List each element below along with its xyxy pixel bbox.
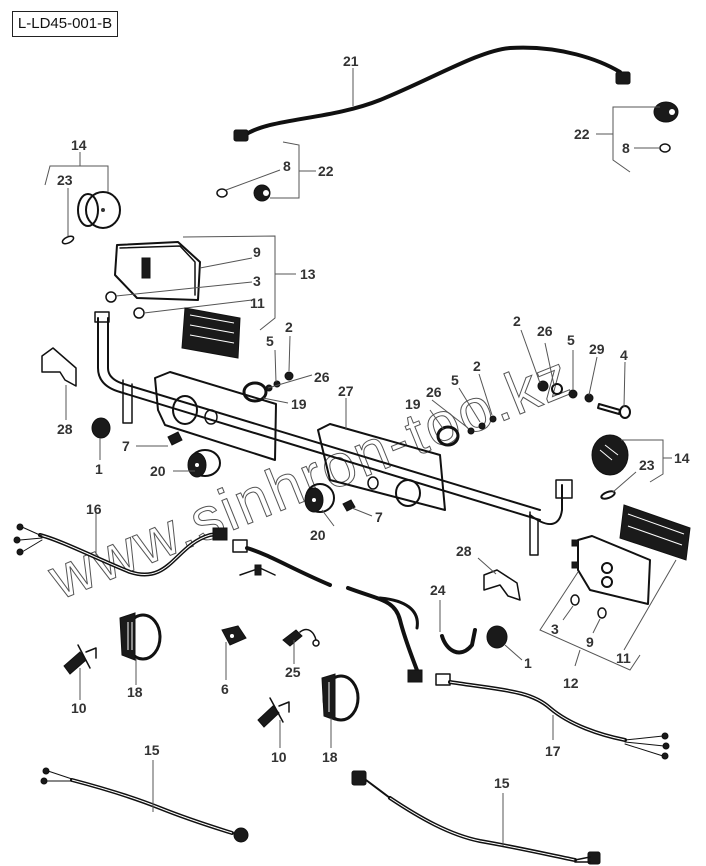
callout-26: 26 xyxy=(314,369,330,385)
callout-1: 1 xyxy=(524,655,532,671)
callout-20: 20 xyxy=(310,527,326,543)
callout-7: 7 xyxy=(375,509,383,525)
bulb-10-left xyxy=(63,644,97,675)
bolt-group-right xyxy=(537,380,631,419)
callout-11: 11 xyxy=(250,295,265,311)
headlamp-18-right xyxy=(321,673,360,722)
callout-22: 22 xyxy=(574,126,590,142)
headlamp-18-left xyxy=(119,612,162,661)
bulb-10-right xyxy=(257,697,290,728)
bracket-28-left xyxy=(41,347,77,387)
callout-2: 2 xyxy=(285,319,293,335)
callout-22: 22 xyxy=(318,163,334,179)
callout-14: 14 xyxy=(71,137,87,153)
callout-5: 5 xyxy=(451,372,459,388)
callout-2: 2 xyxy=(473,358,481,374)
callout-14: 14 xyxy=(674,450,690,466)
callout-9: 9 xyxy=(586,634,594,650)
callout-28: 28 xyxy=(57,421,73,437)
callout-5: 5 xyxy=(567,332,575,348)
rear-lamp-13 xyxy=(105,241,201,319)
callout-18: 18 xyxy=(127,684,143,700)
callout-8: 8 xyxy=(283,158,291,174)
lens-11-left xyxy=(181,307,241,359)
callout-3: 3 xyxy=(253,273,261,289)
screw-7-right xyxy=(342,499,356,512)
callout-10: 10 xyxy=(271,749,287,765)
callout-27: 27 xyxy=(338,383,354,399)
callout-17: 17 xyxy=(545,743,561,759)
connector-icon xyxy=(615,71,631,85)
callout-29: 29 xyxy=(589,341,605,357)
bracket-28-right xyxy=(483,569,521,601)
harness-15-right xyxy=(351,770,601,865)
washers-left xyxy=(242,371,294,403)
grommet-1-right xyxy=(486,625,508,649)
callout-24: 24 xyxy=(430,582,446,598)
callout-28: 28 xyxy=(456,543,472,559)
lamp-22-right xyxy=(653,101,679,153)
callout-8: 8 xyxy=(622,140,630,156)
callout-26: 26 xyxy=(537,323,553,339)
callout-26: 26 xyxy=(426,384,442,400)
diagram-code-label: L-LD45-001-B xyxy=(12,11,118,37)
screw-7-left xyxy=(167,431,183,446)
rear-lamp-12 xyxy=(570,535,651,619)
callout-12: 12 xyxy=(563,675,579,691)
harness-17 xyxy=(346,586,670,760)
callout-6: 6 xyxy=(221,681,229,697)
callout-19: 19 xyxy=(291,396,307,412)
connector-icon xyxy=(233,129,249,142)
callout-23: 23 xyxy=(639,457,655,473)
round-lamp-14-left xyxy=(61,191,121,245)
callout-13: 13 xyxy=(300,266,316,282)
callout-10: 10 xyxy=(71,700,87,716)
callout-15: 15 xyxy=(494,775,510,791)
lens-11-right xyxy=(619,504,691,561)
harness-21 xyxy=(233,45,631,142)
connector-6 xyxy=(221,625,247,646)
grommet-1-left xyxy=(91,417,111,439)
washers-middle xyxy=(436,415,497,447)
callout-23: 23 xyxy=(57,172,73,188)
cap-20-left xyxy=(187,449,221,478)
round-lamp-14-right xyxy=(591,434,629,500)
harness-16 xyxy=(13,523,332,587)
callout-9: 9 xyxy=(253,244,261,260)
callout-25: 25 xyxy=(285,664,301,680)
bulb-25 xyxy=(282,628,320,647)
callout-21: 21 xyxy=(343,53,359,69)
callout-15: 15 xyxy=(144,742,160,758)
callout-1: 1 xyxy=(95,461,103,477)
callout-3: 3 xyxy=(551,621,559,637)
callout-19: 19 xyxy=(405,396,421,412)
callout-16: 16 xyxy=(86,501,102,517)
callout-5: 5 xyxy=(266,333,274,349)
callout-2: 2 xyxy=(513,313,521,329)
clip-24 xyxy=(440,628,477,655)
harness-15-left xyxy=(40,767,249,843)
callout-18: 18 xyxy=(322,749,338,765)
callout-7: 7 xyxy=(122,438,130,454)
callout-4: 4 xyxy=(620,347,628,363)
callout-20: 20 xyxy=(150,463,166,479)
callout-11: 11 xyxy=(616,650,631,666)
mounting-bar xyxy=(94,311,573,556)
lamp-22-left xyxy=(216,184,271,202)
